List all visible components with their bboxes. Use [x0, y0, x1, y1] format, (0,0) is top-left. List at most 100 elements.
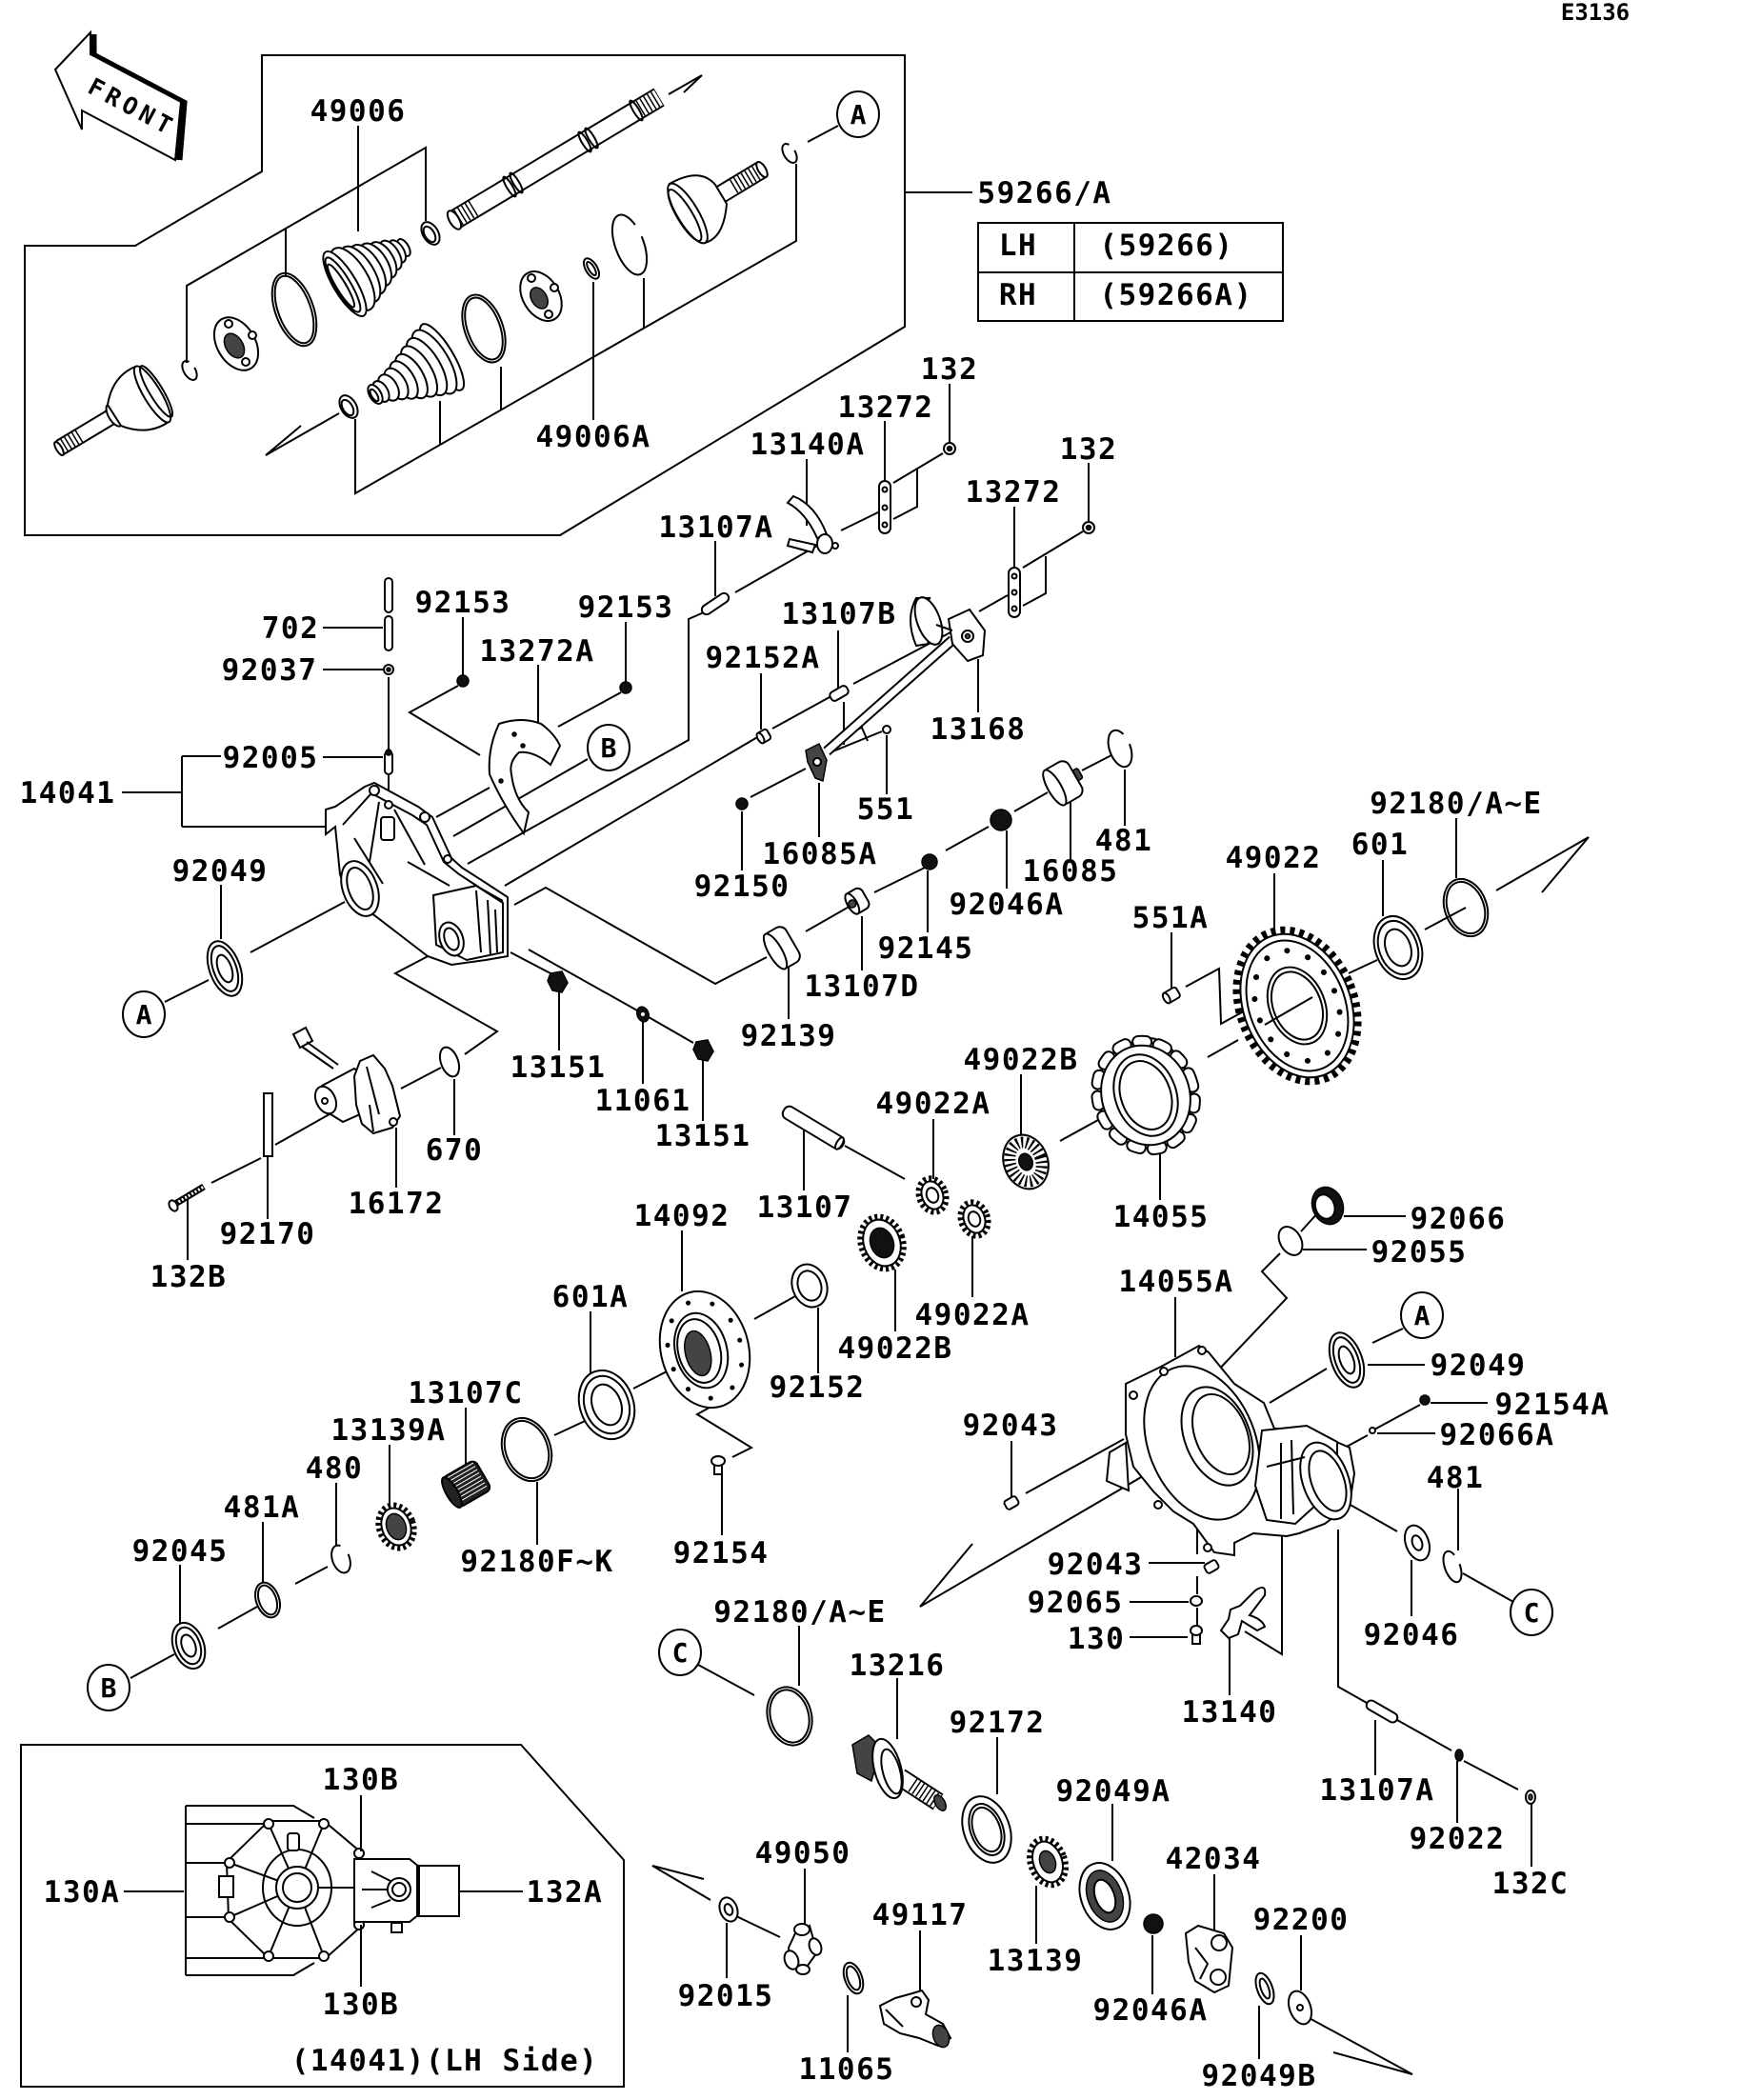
part-label-13216[interactable]: 13216	[850, 1649, 946, 1683]
gear-13139	[1027, 1835, 1069, 1889]
part-label-92066[interactable]: 92066	[1411, 1202, 1507, 1236]
part-label-13139a[interactable]: 13139A	[331, 1413, 447, 1448]
part-label-132b[interactable]: 132B	[150, 1260, 228, 1294]
part-label-481[interactable]: 481	[1427, 1461, 1485, 1495]
part-label-481a[interactable]: 481A	[224, 1490, 301, 1525]
part-label-92154a[interactable]: 92154A	[1495, 1388, 1611, 1422]
part-label-49022b[interactable]: 49022B	[964, 1043, 1079, 1077]
part-label-92049a[interactable]: 92049A	[1056, 1774, 1171, 1809]
part-label-92037[interactable]: 92037	[222, 653, 318, 688]
part-label-92145[interactable]: 92145	[878, 931, 974, 966]
part-label-92152a[interactable]: 92152A	[706, 641, 821, 675]
part-label-14092[interactable]: 14092	[634, 1199, 730, 1233]
part-label-42034[interactable]: 42034	[1166, 1842, 1262, 1876]
part-label-92046[interactable]: 92046	[1364, 1618, 1460, 1652]
part-label-49006[interactable]: 49006	[310, 94, 407, 129]
part-label-551[interactable]: 551	[857, 792, 915, 827]
part-label-92005[interactable]: 92005	[223, 741, 319, 775]
bolt-130	[1190, 1625, 1203, 1645]
variant-part-rh[interactable]: (59266A)	[1099, 278, 1252, 312]
part-label-92043[interactable]: 92043	[963, 1409, 1059, 1443]
part-label-11065[interactable]: 11065	[799, 2052, 895, 2087]
variant-part-lh[interactable]: (59266)	[1099, 229, 1233, 263]
part-label-59266-a[interactable]: 59266/A	[977, 176, 1111, 210]
part-label-49006a[interactable]: 49006A	[536, 420, 651, 454]
part-label-92152[interactable]: 92152	[770, 1370, 866, 1405]
part-label-13272[interactable]: 13272	[966, 475, 1062, 510]
part-label-13107a[interactable]: 13107A	[659, 510, 774, 545]
part-label-92049[interactable]: 92049	[1431, 1349, 1527, 1383]
nut-92037	[383, 664, 394, 675]
part-label-92180-a-e[interactable]: 92180/A~E	[713, 1595, 886, 1630]
part-label-14041[interactable]: 14041	[20, 776, 116, 810]
part-label-601a[interactable]: 601A	[552, 1280, 630, 1314]
part-label-92045[interactable]: 92045	[132, 1534, 229, 1569]
part-label-92049b[interactable]: 92049B	[1202, 2059, 1317, 2093]
bolt-92153-left	[456, 674, 470, 688]
reference-marker-b: B	[87, 1664, 130, 1711]
part-label-702[interactable]: 702	[262, 611, 320, 646]
part-label-92150[interactable]: 92150	[694, 870, 790, 904]
part-label-13140[interactable]: 13140	[1182, 1695, 1278, 1730]
part-label-132[interactable]: 132	[921, 352, 979, 387]
part-label-92065[interactable]: 92065	[1028, 1586, 1124, 1620]
part-label-92153[interactable]: 92153	[578, 590, 674, 625]
part-label-92015[interactable]: 92015	[678, 1979, 774, 2013]
part-label-49022a[interactable]: 49022A	[915, 1298, 1031, 1332]
part-label-13272a[interactable]: 13272A	[480, 634, 595, 669]
part-label-92180-a-e[interactable]: 92180/A~E	[1370, 787, 1542, 821]
part-label-13140a[interactable]: 13140A	[750, 428, 866, 462]
part-label-49050[interactable]: 49050	[755, 1836, 851, 1870]
part-label-481[interactable]: 481	[1095, 824, 1153, 858]
part-label-16085[interactable]: 16085	[1023, 854, 1119, 889]
part-label-92200[interactable]: 92200	[1253, 1903, 1350, 1937]
part-label-13107c[interactable]: 13107C	[409, 1376, 524, 1410]
part-label-92180f-k[interactable]: 92180F~K	[460, 1545, 613, 1579]
part-label-92046a[interactable]: 92046A	[950, 888, 1065, 922]
reference-marker-b: B	[587, 724, 630, 771]
part-label-92046a[interactable]: 92046A	[1093, 1993, 1209, 2028]
part-label-49117[interactable]: 49117	[872, 1898, 969, 1932]
part-label-130[interactable]: 130	[1068, 1622, 1126, 1656]
part-label-13151[interactable]: 13151	[510, 1050, 607, 1085]
stop-ring	[582, 257, 601, 280]
inset-part-label-132a[interactable]: 132A	[527, 1875, 604, 1910]
part-label-480[interactable]: 480	[306, 1451, 364, 1486]
part-label-92172[interactable]: 92172	[950, 1706, 1046, 1740]
part-label-92043[interactable]: 92043	[1048, 1548, 1144, 1582]
part-label-132c[interactable]: 132C	[1492, 1867, 1570, 1901]
part-label-49022a[interactable]: 49022A	[876, 1087, 991, 1121]
part-label-92153[interactable]: 92153	[415, 586, 511, 620]
inset-part-label-130b[interactable]: 130B	[323, 1988, 400, 2022]
part-label-551a[interactable]: 551A	[1132, 901, 1210, 935]
inset-part-label-130b[interactable]: 130B	[323, 1763, 400, 1797]
part-label-92022[interactable]: 92022	[1410, 1822, 1506, 1856]
part-label-49022b[interactable]: 49022B	[838, 1331, 953, 1366]
part-label-16172[interactable]: 16172	[349, 1187, 445, 1221]
part-label-601[interactable]: 601	[1351, 828, 1410, 862]
part-label-13168[interactable]: 13168	[931, 712, 1027, 747]
part-label-92055[interactable]: 92055	[1371, 1235, 1468, 1270]
part-label-92049[interactable]: 92049	[172, 854, 269, 889]
part-label-132[interactable]: 132	[1060, 432, 1118, 467]
part-label-670[interactable]: 670	[426, 1133, 484, 1168]
part-label-92154[interactable]: 92154	[673, 1536, 770, 1570]
shift-plate-13272-upper	[878, 480, 891, 534]
part-label-13107b[interactable]: 13107B	[782, 597, 897, 631]
part-label-14055[interactable]: 14055	[1113, 1200, 1210, 1234]
part-label-11061[interactable]: 11061	[595, 1084, 691, 1118]
washer-92200	[1287, 1990, 1313, 2026]
part-label-13107[interactable]: 13107	[757, 1190, 853, 1225]
part-label-92066a[interactable]: 92066A	[1440, 1418, 1555, 1452]
part-label-13107d[interactable]: 13107D	[805, 970, 920, 1004]
part-label-92139[interactable]: 92139	[741, 1019, 837, 1053]
part-label-49022[interactable]: 49022	[1226, 841, 1322, 875]
part-label-13139[interactable]: 13139	[988, 1944, 1084, 1978]
part-label-14055a[interactable]: 14055A	[1119, 1265, 1234, 1299]
part-label-13107a[interactable]: 13107A	[1320, 1773, 1435, 1808]
inset-part-label-130a[interactable]: 130A	[44, 1875, 121, 1910]
part-label-92170[interactable]: 92170	[220, 1217, 316, 1251]
part-label-16085a[interactable]: 16085A	[763, 837, 878, 871]
part-label-13272[interactable]: 13272	[838, 390, 934, 425]
part-label-13151[interactable]: 13151	[655, 1119, 751, 1153]
